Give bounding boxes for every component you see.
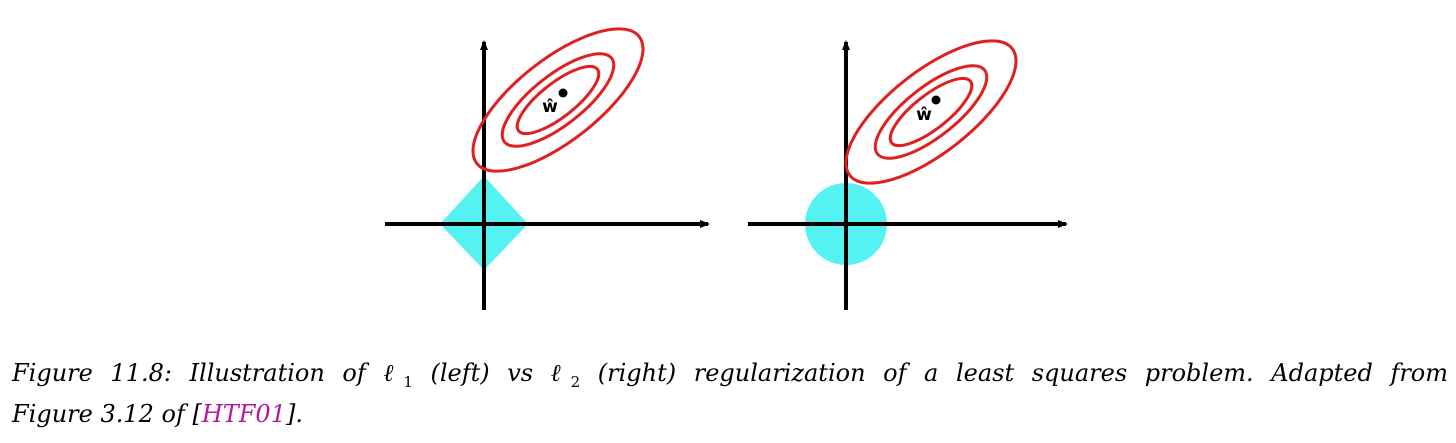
figure-caption: Figure 11.8: Illustration of ℓ1 (left) v… [12, 357, 1448, 430]
l2-estimate-point [931, 95, 941, 105]
l1-contour-inner [515, 64, 601, 136]
l2-loss-contours [844, 39, 1018, 185]
citation-link[interactable]: HTF01 [201, 399, 286, 428]
caption-ell-2: ℓ [550, 359, 571, 387]
l2-contour-inner [888, 76, 974, 148]
caption-line-2: Figure 3.12 of [HTF01]. [12, 398, 1448, 430]
l1-estimate-point [558, 88, 568, 98]
caption-right: (right) regularization of a least square… [580, 359, 1449, 387]
caption-line-1: Figure 11.8: Illustration of ℓ1 (left) v… [12, 357, 1448, 398]
caption-ell-1: ℓ [383, 359, 404, 387]
regularization-figure: ŵ ŵ [385, 27, 1068, 310]
caption-lead: Figure 11.8: Illustration of [12, 359, 384, 387]
l2-panel: ŵ [748, 39, 1068, 310]
caption-sub-2: 2 [570, 372, 581, 391]
l2-contour-outer [844, 39, 1018, 185]
l2-estimate-label: ŵ [916, 105, 932, 125]
l1-contour-outer [471, 27, 645, 173]
l1-estimate-label: ŵ [542, 97, 558, 117]
caption-line2-post: ]. [285, 399, 303, 428]
l1-panel: ŵ [385, 27, 710, 310]
caption-sub-1: 1 [403, 372, 413, 391]
caption-line2-pre: Figure 3.12 of [ [12, 399, 202, 428]
l1-contour-middle [500, 52, 616, 148]
l2-contour-middle [873, 64, 989, 160]
caption-left: (left) vs [412, 359, 551, 387]
l1-loss-contours [471, 27, 645, 173]
